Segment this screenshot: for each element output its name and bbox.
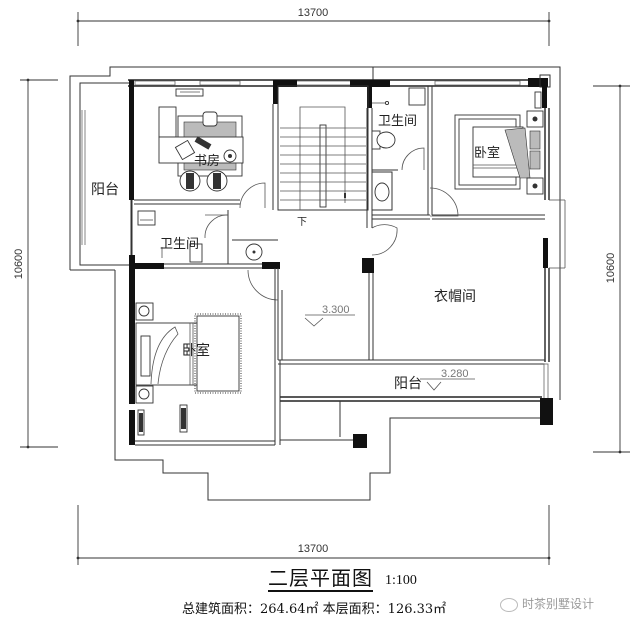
plan-title: 二层平面图: [268, 566, 373, 592]
balcony-south: 3.280 阳台: [280, 363, 553, 448]
elevation-balcony: 3.280: [441, 368, 469, 380]
floor-area-label: 本层面积：: [322, 602, 388, 617]
dimension-left: 10600: [13, 78, 58, 449]
elevation-hall: 3.300: [322, 304, 350, 316]
watermark: 时茶别墅设计: [500, 595, 594, 612]
dimension-left-label: 10600: [13, 249, 25, 280]
room-label-balcony-west: 阳台: [91, 182, 119, 198]
dimension-top: 13700: [76, 7, 551, 46]
room-bedroom-south: 卧室: [129, 268, 281, 446]
roof-outline: [69, 66, 561, 501]
dimension-bottom: 13700: [76, 505, 551, 565]
dimension-top-label: 13700: [298, 7, 329, 19]
hall: 3.300: [247, 224, 545, 365]
dimension-right: 10600: [593, 84, 630, 454]
room-label-balcony-south: 阳台: [394, 376, 422, 392]
exterior-walls: [128, 74, 566, 362]
dimension-bottom-label: 13700: [298, 543, 329, 555]
room-bath-east: 卫生间: [371, 86, 433, 220]
total-area-value: 264.64㎡: [260, 602, 319, 617]
room-label-bedroom-east: 卧室: [474, 145, 500, 161]
staircase: 下: [277, 85, 373, 228]
room-study: 书房: [134, 88, 279, 210]
room-label-bath-east: 卫生间: [378, 114, 417, 129]
room-cloakroom: 衣帽间: [434, 289, 476, 305]
room-label-cloakroom: 衣帽间: [434, 289, 476, 305]
watermark-text: 时茶别墅设计: [522, 597, 595, 611]
room-bath-west: 卫生间: [134, 210, 280, 269]
stair-down-label: 下: [297, 217, 307, 228]
room-label-bath-west: 卫生间: [160, 237, 199, 252]
total-area-label: 总建筑面积：: [182, 602, 261, 617]
room-bedroom-east: 卧室: [429, 91, 545, 220]
wechat-icon: [500, 597, 518, 612]
dimension-right-label: 10600: [605, 253, 617, 284]
floor-area-value: 126.33㎡: [387, 602, 447, 617]
plan-scale: 1:100: [385, 573, 417, 588]
room-label-bedroom-south: 卧室: [182, 342, 210, 359]
area-summary: 总建筑面积：264.64㎡ 本层面积：126.33㎡: [182, 598, 446, 617]
balcony-west: 阳台: [79, 82, 133, 266]
room-label-study: 书房: [194, 153, 220, 169]
